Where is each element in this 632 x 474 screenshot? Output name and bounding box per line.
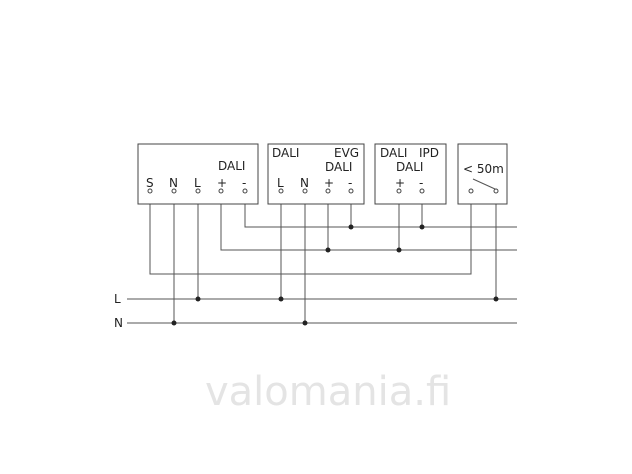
sensor-dali-label: DALI bbox=[218, 159, 245, 173]
terminal-label: - bbox=[242, 176, 246, 190]
ballast-sub-label: DALI bbox=[325, 160, 352, 174]
terminal-label: L bbox=[277, 176, 284, 190]
switch-box: < 50m bbox=[457, 143, 508, 205]
ipd-sub-label: DALI bbox=[396, 160, 423, 174]
junction-dots bbox=[171, 224, 499, 326]
ipd-dali-label: DALI bbox=[380, 146, 407, 160]
ballast-box: DALI EVG DALI L N + - bbox=[267, 143, 365, 205]
n-bus-label: N bbox=[114, 316, 123, 330]
terminals bbox=[147, 188, 499, 194]
ballast-evg-label: EVG bbox=[334, 146, 359, 160]
wires bbox=[127, 191, 517, 324]
terminal-label: N bbox=[169, 176, 178, 190]
terminal-label: - bbox=[419, 176, 423, 190]
terminal-label: S bbox=[146, 176, 154, 190]
dali-plus-bus bbox=[220, 191, 517, 251]
switch-label: < 50m bbox=[463, 162, 504, 176]
terminal-label: L bbox=[194, 176, 201, 190]
l-bus-label: L bbox=[114, 292, 121, 306]
ballast-dali-label: DALI bbox=[272, 146, 299, 160]
terminal-label: + bbox=[217, 176, 227, 190]
terminal-label: + bbox=[324, 176, 334, 190]
switch-line bbox=[149, 191, 472, 275]
ipd-box: DALI IPD DALI + - bbox=[374, 143, 447, 205]
sensor-box: DALI S N L + - bbox=[137, 143, 259, 205]
terminal-label: + bbox=[395, 176, 405, 190]
watermark: valomania.fi bbox=[205, 369, 451, 415]
switch-contact-icon bbox=[472, 178, 496, 190]
terminal-label: - bbox=[348, 176, 352, 190]
ipd-label: IPD bbox=[419, 146, 439, 160]
terminal-label: N bbox=[300, 176, 309, 190]
